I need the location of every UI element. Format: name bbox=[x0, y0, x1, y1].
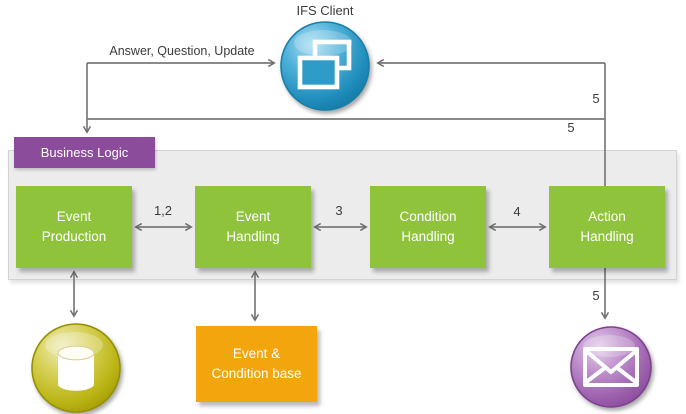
store-label-line: Condition base bbox=[211, 366, 302, 381]
windows-glyph bbox=[297, 39, 352, 90]
step-5-mid-label: 5 bbox=[567, 120, 575, 135]
database-cylinder-glyph bbox=[57, 345, 95, 391]
module-event-production: Event Production bbox=[16, 186, 132, 268]
module-label-line: Event bbox=[56, 208, 92, 224]
step-5-bottom-label: 5 bbox=[592, 288, 600, 303]
module-label-line: Condition bbox=[399, 208, 457, 224]
step-4-label: 4 bbox=[513, 204, 521, 219]
step-3-label: 3 bbox=[335, 203, 343, 218]
module-label-line: Action bbox=[588, 208, 626, 224]
module-event-handling: Event Handling bbox=[195, 186, 311, 268]
database-icon bbox=[31, 323, 121, 413]
step-5-top-label: 5 bbox=[592, 91, 600, 106]
business-logic-label: Business Logic bbox=[40, 145, 129, 160]
ifs-client-label: IFS Client bbox=[296, 3, 354, 18]
module-label-line: Handling bbox=[401, 229, 455, 244]
answer-question-update-label: Answer, Question, Update bbox=[109, 44, 255, 58]
step-1-2-label: 1,2 bbox=[153, 203, 173, 218]
store-label-line: Event & bbox=[232, 345, 281, 361]
business-logic-header: Business Logic bbox=[14, 137, 155, 168]
envelope-glyph bbox=[583, 347, 639, 387]
mail-envelope-icon bbox=[570, 326, 652, 408]
module-label-line: Handling bbox=[580, 229, 634, 244]
mail-gloss bbox=[583, 335, 635, 357]
module-action-handling: Action Handling bbox=[549, 186, 665, 268]
module-condition-handling: Condition Handling bbox=[370, 186, 486, 268]
event-condition-base-box: Event & Condition base bbox=[196, 326, 317, 402]
ifs-client-icon bbox=[280, 21, 370, 111]
module-label-line: Handling bbox=[226, 229, 280, 244]
module-label-line: Production bbox=[41, 229, 107, 244]
module-label-line: Event bbox=[235, 208, 271, 224]
